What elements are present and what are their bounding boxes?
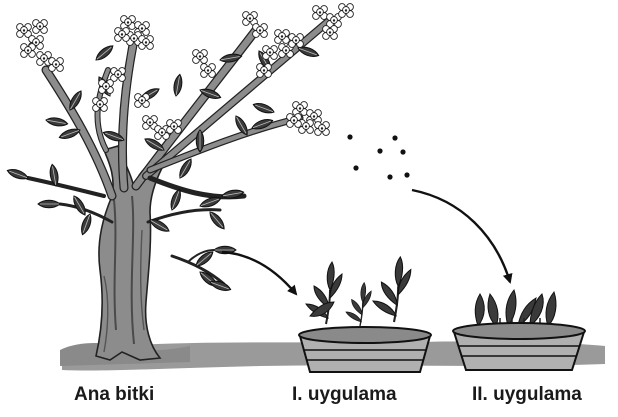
pot-1-plants xyxy=(306,257,411,326)
arrow-seeds-to-pot-2 xyxy=(412,190,510,282)
application-2-label: II. uygulama xyxy=(472,384,582,406)
parent-plant-label: Ana bitki xyxy=(74,384,154,406)
arrow-cutting-to-pot-1 xyxy=(222,252,296,294)
parent-tree xyxy=(6,4,353,360)
pot-2-seedlings xyxy=(475,290,556,326)
pot-2 xyxy=(453,290,585,370)
pot-1 xyxy=(299,257,431,372)
application-1-label: I. uygulama xyxy=(292,384,397,406)
seeds xyxy=(347,134,409,179)
